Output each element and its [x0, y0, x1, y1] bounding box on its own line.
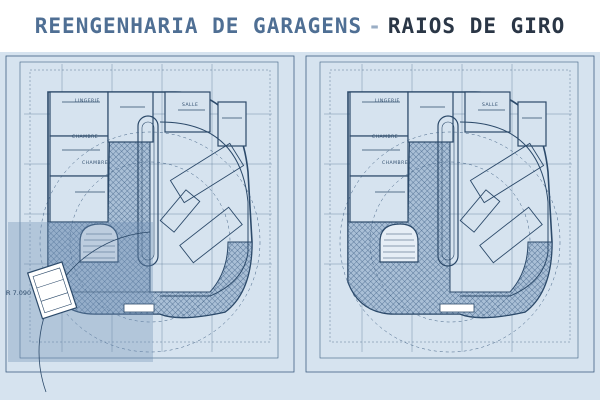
- floor-plan-right: LINGERIE SALLE CHAMBRE CHAMBRE: [300, 52, 600, 400]
- floor-plan-left: R 7.090 LINGERIE SALLE CHAMBRE CHAMBRE: [0, 52, 300, 400]
- room-label-lingerie-right: LINGERIE: [375, 98, 400, 104]
- blueprint-left: R 7.090 LINGERIE SALLE CHAMBRE CHAMBRE: [0, 52, 300, 400]
- room-label-salle-left: SALLE: [182, 102, 198, 108]
- room-label-chambre-1-left: CHAMBRE: [72, 134, 98, 140]
- blueprint-right: LINGERIE SALLE CHAMBRE CHAMBRE: [300, 52, 600, 400]
- room-label-chambre-1-right: CHAMBRE: [372, 134, 398, 140]
- title-part-garages: REENGENHARIA DE GARAGENS: [34, 14, 363, 38]
- page-title: REENGENHARIA DE GARAGENS - RAIOS DE GIRO: [0, 6, 600, 46]
- title-separator: -: [368, 14, 382, 38]
- turning-radius-label: R 7.090: [6, 289, 31, 297]
- room-label-chambre-2-right: CHAMBRE: [382, 160, 408, 166]
- room-label-chambre-2-left: CHAMBRE: [82, 160, 108, 166]
- room-label-salle-right: SALLE: [482, 102, 498, 108]
- title-part-turning-radius: RAIOS DE GIRO: [387, 14, 566, 38]
- car-turning-icon: [26, 261, 78, 320]
- room-label-lingerie-left: LINGERIE: [75, 98, 100, 104]
